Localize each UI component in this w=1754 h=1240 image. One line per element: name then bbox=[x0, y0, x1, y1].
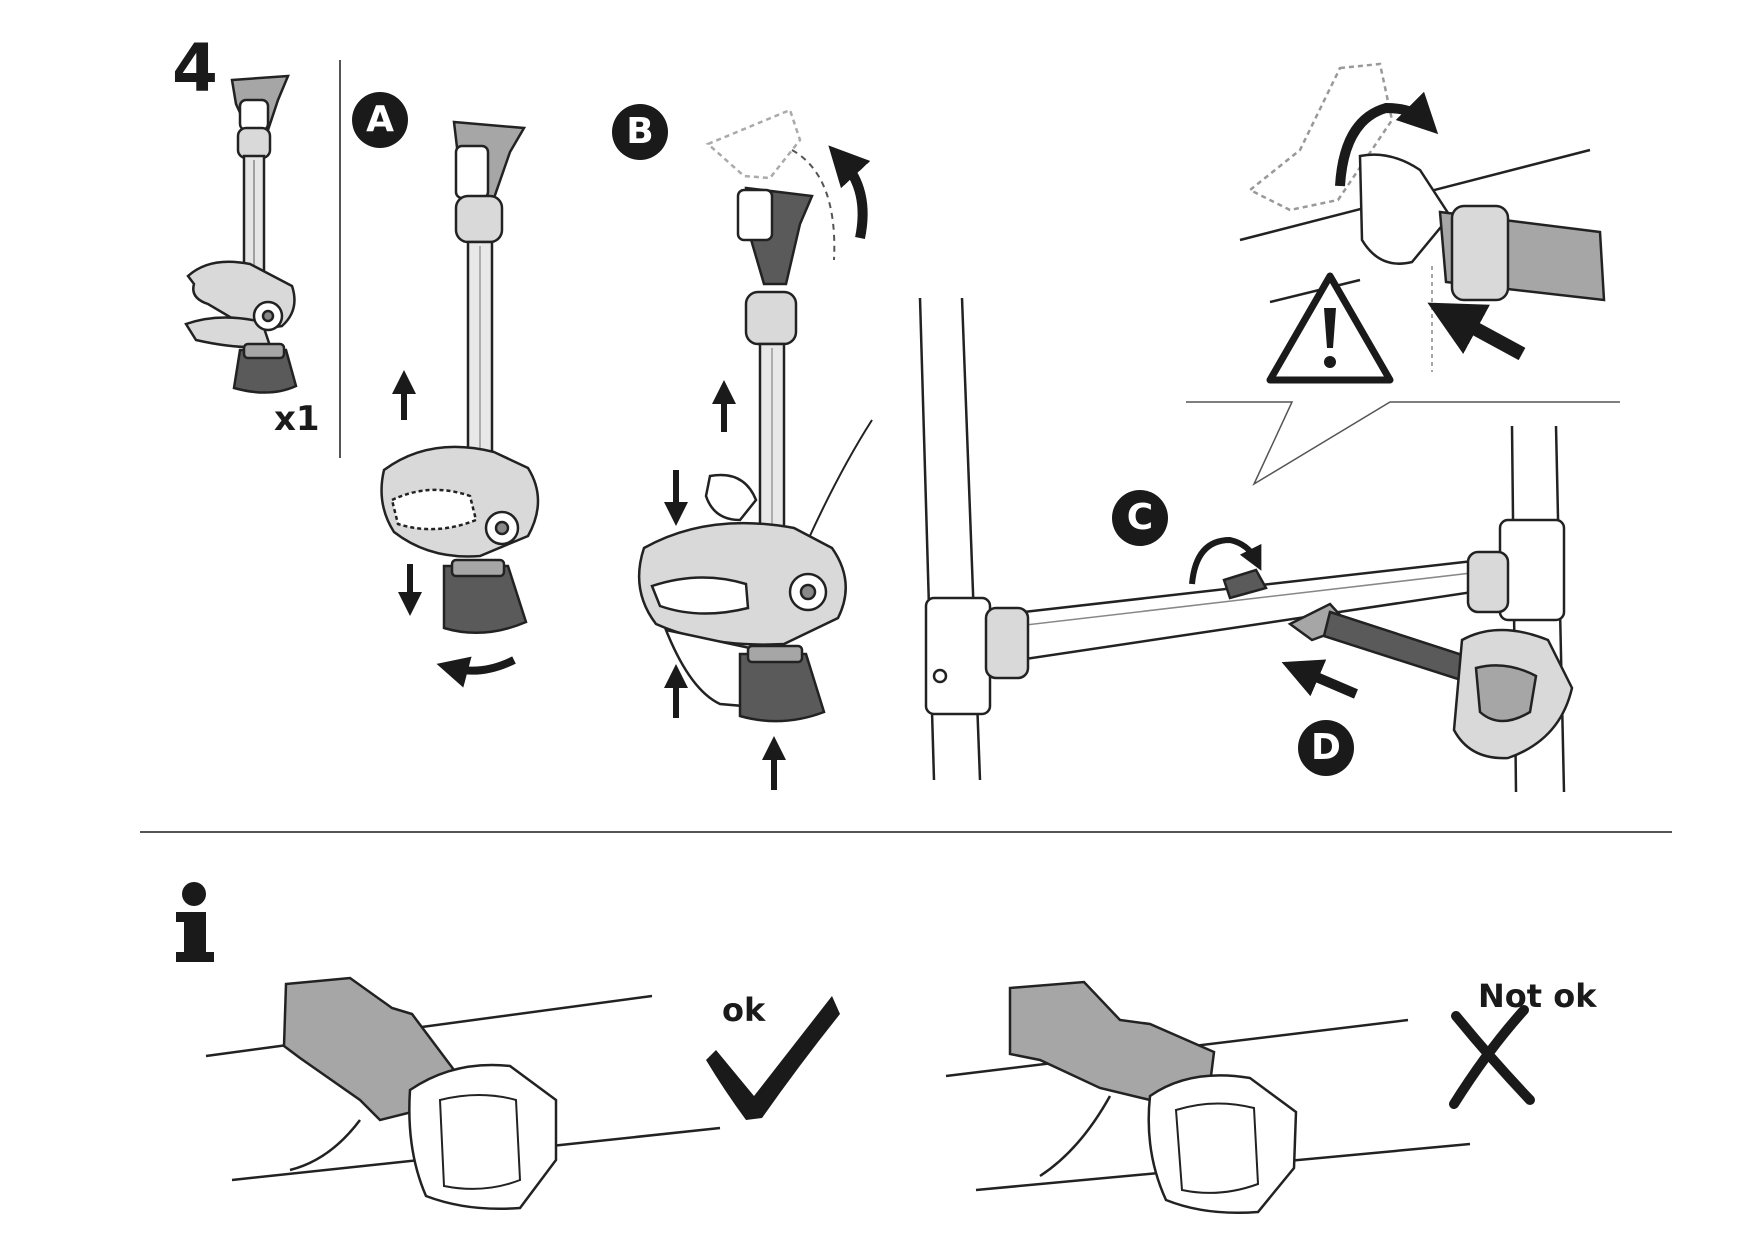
step-a-illustration bbox=[380, 120, 540, 635]
detail-callout bbox=[1186, 62, 1620, 486]
step-c-rotate-arrow bbox=[1189, 536, 1262, 585]
step-d-push-arrow bbox=[1281, 659, 1358, 699]
overview-arm-illustration bbox=[184, 74, 298, 394]
quantity-label: x1 bbox=[274, 399, 320, 439]
step-a-badge: A bbox=[352, 92, 408, 148]
ok-example-illustration bbox=[205, 976, 721, 1211]
not-ok-example-illustration bbox=[945, 980, 1471, 1215]
cross-icon bbox=[1449, 1005, 1535, 1109]
not-ok-label: Not ok bbox=[1478, 977, 1597, 1015]
step-c-badge: C bbox=[1112, 490, 1168, 546]
step-d-badge: D bbox=[1298, 720, 1354, 776]
warning-triangle-icon bbox=[1266, 272, 1394, 384]
checkmark-icon bbox=[706, 996, 840, 1120]
detail-push-arrow bbox=[1427, 302, 1526, 361]
info-icon bbox=[176, 882, 214, 962]
step-b-badge: B bbox=[612, 104, 668, 160]
step-b-illustration bbox=[637, 108, 873, 723]
step-b-rotate-arrow bbox=[828, 145, 871, 240]
ok-label: ok bbox=[722, 991, 766, 1029]
frame-illustration bbox=[918, 297, 1574, 793]
detail-rotate-arrow bbox=[1335, 91, 1439, 187]
step-number: 4 bbox=[172, 30, 218, 107]
step-a-rotate-arrow bbox=[436, 656, 516, 688]
